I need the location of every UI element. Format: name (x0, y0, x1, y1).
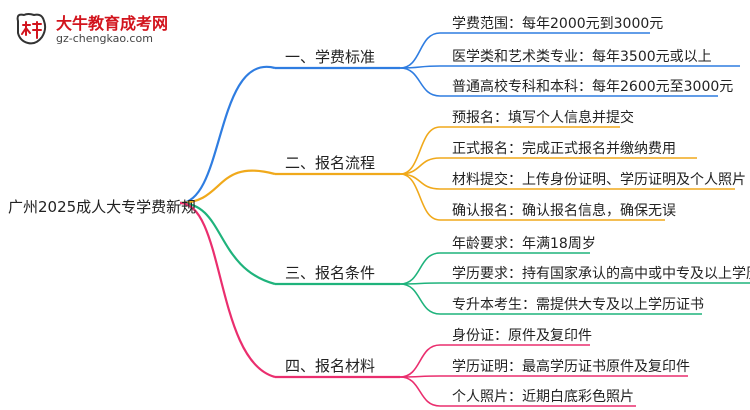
branch-label: 三、报名条件 (285, 264, 376, 282)
leaf-connector (399, 252, 441, 285)
leaf-item: 个人照片：近期白底彩色照片 (452, 389, 634, 405)
leaf-connector (399, 283, 441, 315)
branch-connector (179, 169, 276, 205)
leaf-item: 身份证：原件及复印件 (452, 328, 592, 344)
leaf-item: 确认报名：确认报名信息，确保无误 (452, 203, 676, 219)
bull-logo-icon (16, 13, 47, 45)
leaf-item: 学历要求：持有国家承认的高中或中专及以上学历 (452, 266, 750, 282)
leaf-connector (399, 173, 441, 221)
leaf-item: 学费范围：每年2000元到3000元 (452, 16, 664, 32)
leaf-connector (399, 376, 441, 407)
leaf-connector (399, 157, 441, 175)
leaf-connector (399, 344, 441, 378)
leaf-item: 正式报名：完成正式报名并缴纳费用 (452, 141, 676, 157)
leaf-item: 普通高校专科和本科：每年2600元至3000元 (452, 79, 734, 95)
leaf-connector (399, 32, 441, 69)
branch-label: 一、学费标准 (285, 48, 376, 66)
leaf-connector (399, 67, 441, 97)
leaf-item: 年龄要求：年满18周岁 (452, 236, 596, 252)
leaf-item: 预报名：填写个人信息并提交 (452, 110, 634, 126)
branch-label: 四、报名材料 (285, 357, 376, 375)
leaf-item: 专升本考生：需提供大专及以上学历证书 (452, 297, 704, 313)
site-logo: 大牛教育成考网 gz-chengkao.com (6, 8, 206, 52)
root-topic: 广州2025成人大专学费新规 (8, 198, 197, 216)
logo-url: gz-chengkao.com (56, 32, 153, 45)
leaf-item: 材料提交：上传身份证明、学历证明及个人照片 (452, 172, 746, 188)
branch-label: 二、报名流程 (285, 154, 376, 172)
leaf-item: 医学类和艺术类专业：每年3500元或以上 (452, 49, 712, 65)
leaf-connector (399, 126, 441, 175)
branch-connector (179, 65, 276, 205)
branch-connector (179, 201, 276, 379)
logo-title: 大牛教育成考网 (56, 14, 169, 33)
leaf-item: 学历证明：最高学历证书原件及复印件 (452, 359, 690, 375)
branch-connector (179, 201, 276, 286)
